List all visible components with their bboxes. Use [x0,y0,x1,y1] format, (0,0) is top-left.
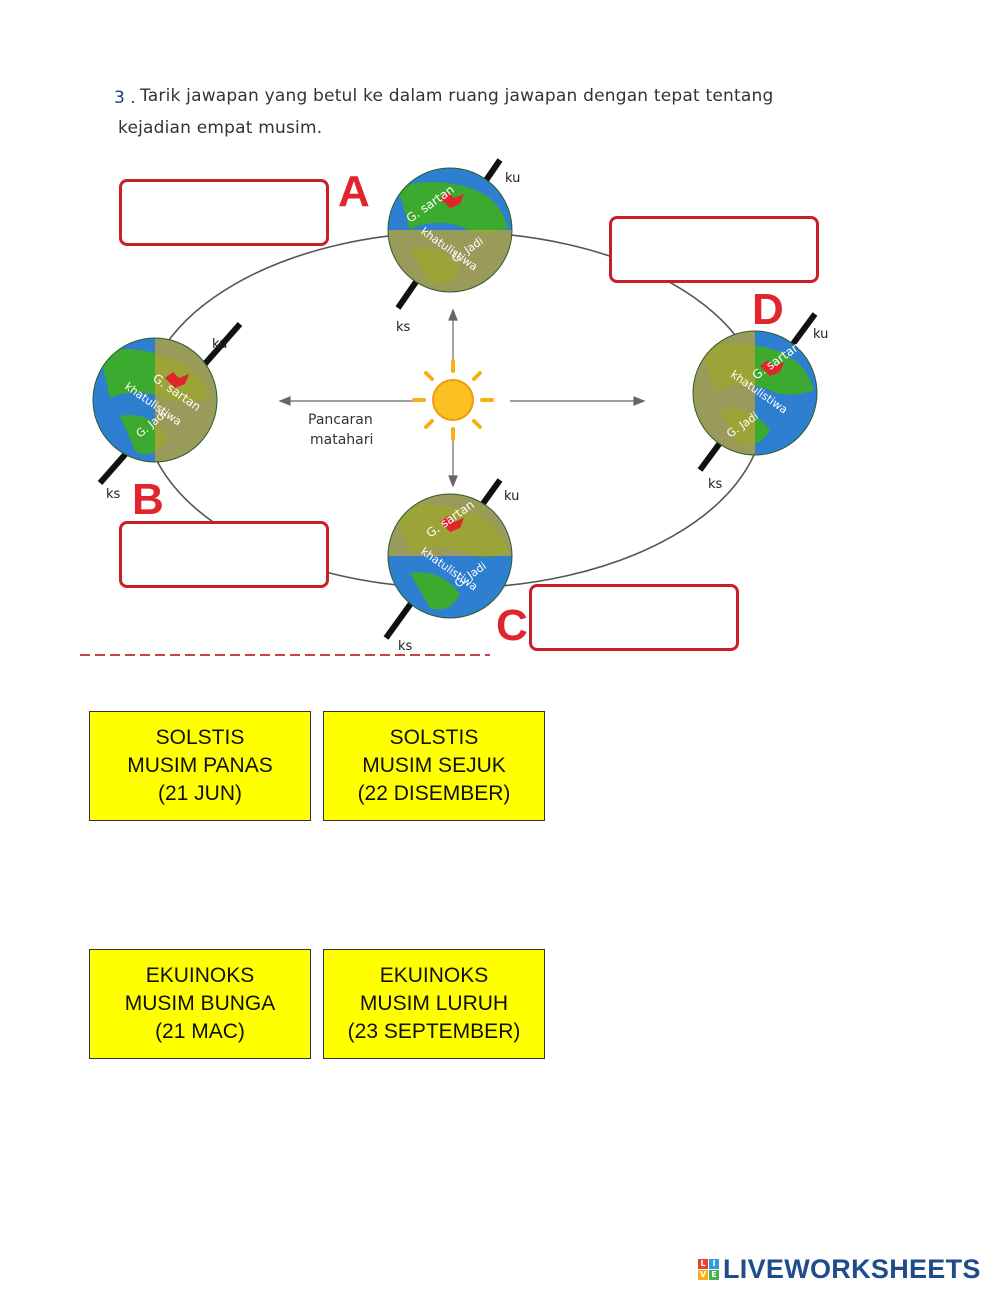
earth-globe-c: G. sartan khatulistiwa G. Jadi ku ks [383,478,519,654]
answer-card-solstis-musim-panas[interactable]: SOLSTIS MUSIM PANAS (21 JUN) [89,711,311,821]
globe-c-north-label: ku [504,489,519,504]
sunlight-arrows [278,308,646,488]
sun-label-line-2: matahari [310,432,373,448]
logo-letter: E [709,1269,719,1280]
question-text-line-1: Tarik jawapan yang betul ke dalam ruang … [140,86,774,106]
position-label-c: C [496,601,528,650]
logo-letter: I [709,1258,719,1269]
card-line: EKUINOKS [379,964,489,987]
earth-globe-d: G. sartan khatulistiwa G. Jadi ku ks [692,312,828,492]
card-line: (23 SEPTEMBER) [347,1020,521,1043]
answer-dropzone-d[interactable] [609,216,819,283]
question-number: 3 . [114,88,136,108]
card-line: (22 DISEMBER) [357,782,511,805]
position-label-a: A [338,167,370,216]
liveworksheets-logo-icon: L I V E [698,1258,719,1280]
globe-a-north-label: ku [505,171,520,186]
globe-a-south-label: ks [396,320,411,335]
globe-b-north-label: ku [212,337,227,352]
globe-d-north-label: ku [813,327,828,342]
card-line: SOLSTIS [155,726,245,749]
card-line: MUSIM SEJUK [362,754,506,777]
answer-card-ekuinoks-musim-bunga[interactable]: EKUINOKS MUSIM BUNGA (21 MAC) [89,949,311,1059]
logo-letter: L [698,1258,708,1269]
globe-d-south-label: ks [708,477,723,492]
card-line: SOLSTIS [389,726,479,749]
sun-icon [412,359,494,441]
answer-dropzone-a[interactable] [119,179,329,246]
earth-globe-b: G. sartan khatulistiwa G. Jadi ku ks [92,322,243,502]
position-label-d: D [752,285,784,334]
answer-card-solstis-musim-sejuk[interactable]: SOLSTIS MUSIM SEJUK (22 DISEMBER) [323,711,545,821]
card-line: MUSIM PANAS [127,754,273,777]
globe-c-south-label: ks [398,639,413,654]
card-line: (21 MAC) [155,1020,245,1043]
answer-dropzone-c[interactable] [529,584,739,651]
question-text-line-2: kejadian empat musim. [118,118,323,138]
earth-globe-a: G. sartan khatulistiwa G. Jadi ku ks [387,158,520,335]
liveworksheets-brand[interactable]: L I V E LIVEWORKSHEETS [698,1254,981,1284]
logo-letter: V [698,1269,708,1280]
answer-dropzone-b[interactable] [119,521,329,588]
sun-label-line-1: Pancaran [308,412,373,428]
card-line: EKUINOKS [145,964,255,987]
card-line: MUSIM LURUH [359,992,509,1015]
globe-b-south-label: ks [106,487,121,502]
card-line: MUSIM BUNGA [124,992,276,1015]
position-label-b: B [132,475,164,524]
answer-card-ekuinoks-musim-luruh[interactable]: EKUINOKS MUSIM LURUH (23 SEPTEMBER) [323,949,545,1059]
brand-name: LIVEWORKSHEETS [723,1253,981,1284]
four-seasons-diagram: Pancaran matahari G. sartan khatulistiwa… [80,158,828,656]
card-line: (21 JUN) [157,782,242,805]
